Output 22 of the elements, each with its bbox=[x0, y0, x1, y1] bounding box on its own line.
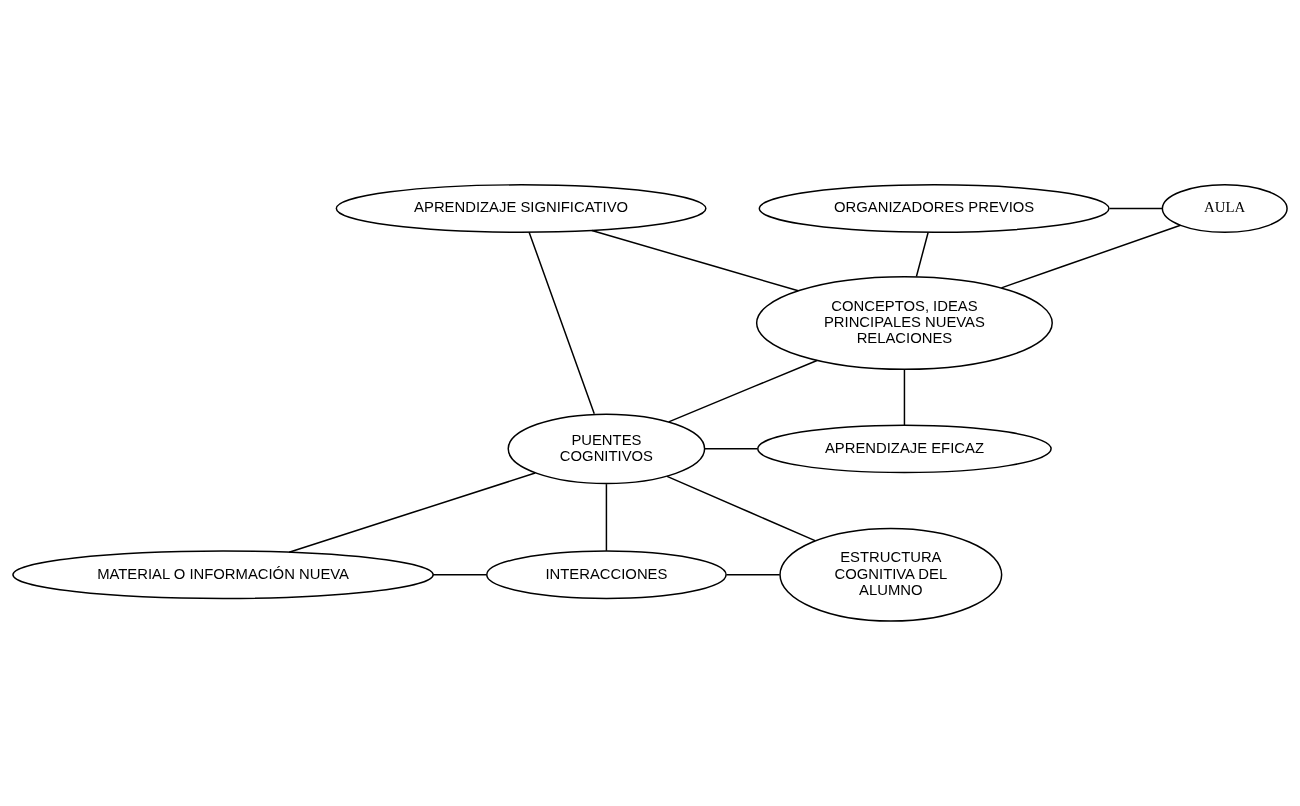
node-ellipse: PUENTES COGNITIVOS bbox=[507, 413, 706, 485]
connector bbox=[668, 359, 818, 423]
connector bbox=[288, 472, 536, 553]
connector bbox=[591, 229, 799, 292]
connector bbox=[903, 368, 906, 426]
connector bbox=[605, 483, 608, 552]
connector bbox=[528, 231, 595, 415]
node-ellipse: APRENDIZAJE SIGNIFICATIVO bbox=[335, 184, 707, 233]
node-ellipse: ESTRUCTURA COGNITIVA DEL ALUMNO bbox=[779, 527, 1003, 622]
connector bbox=[915, 231, 929, 278]
node-ellipse: APRENDIZAJE EFICAZ bbox=[757, 424, 1052, 474]
node-ellipse: AULA bbox=[1161, 184, 1288, 233]
connector bbox=[704, 448, 759, 450]
node-ellipse: ORGANIZADORES PREVIOS bbox=[758, 184, 1110, 233]
node-ellipse: CONCEPTOS, IDEAS PRINCIPALES NUEVAS RELACIONES bbox=[755, 276, 1053, 371]
connector bbox=[725, 573, 781, 576]
connector bbox=[1000, 224, 1182, 289]
node-ellipse: MATERIAL O INFORMACIÓN NUEVA bbox=[12, 550, 434, 600]
node-ellipse: INTERACCIONES bbox=[486, 550, 727, 600]
connector bbox=[1108, 207, 1164, 210]
connector bbox=[432, 573, 488, 576]
connector bbox=[666, 475, 816, 542]
